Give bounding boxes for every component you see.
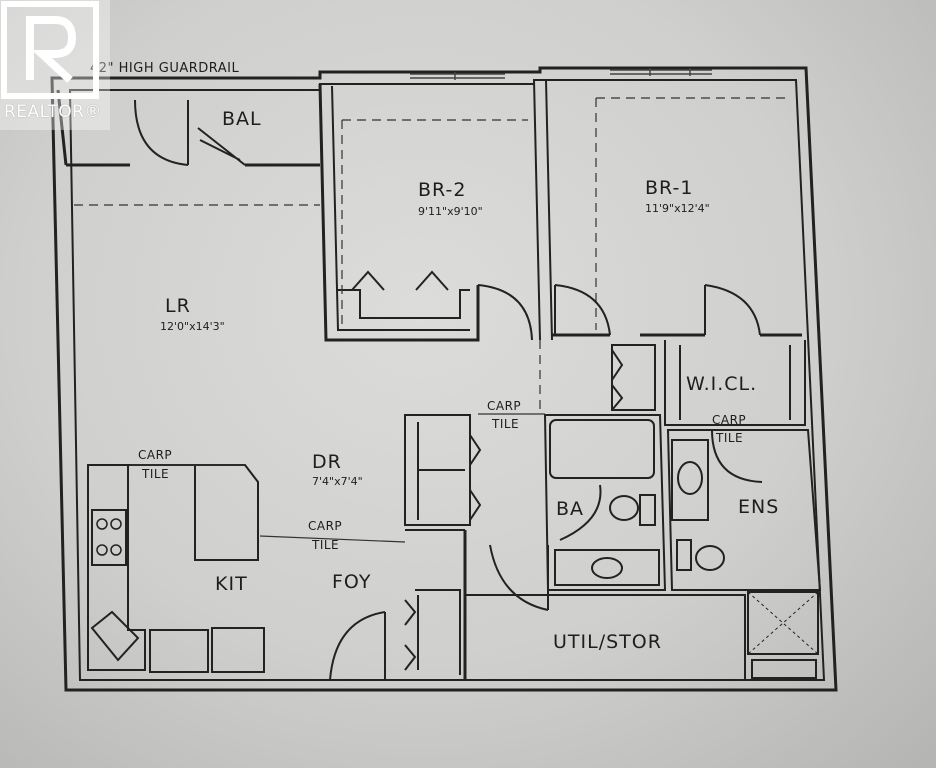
room-label-lr: LR (165, 295, 191, 317)
outer-wall (50, 66, 838, 692)
floor-label-dr-carp: CARP (308, 519, 342, 533)
room-label-dr: DR (312, 451, 342, 473)
room-label-bal: BAL (222, 108, 262, 130)
room-label-wicl: W.I.CL. (686, 373, 757, 395)
floor-label-ens-tile: TILE (715, 431, 743, 445)
door-br2 (477, 284, 533, 341)
door-balcony-left (134, 99, 189, 166)
room-label-br1: BR-1 (645, 177, 693, 199)
floor-label-hall-carp: CARP (487, 399, 521, 413)
room-label-kit: KIT (215, 573, 248, 595)
wall-ba (543, 414, 667, 591)
floor-label-hall-tile: TILE (491, 417, 519, 431)
guardrail-note: 42" HIGH GUARDRAIL (90, 61, 240, 76)
door-ba (489, 544, 549, 611)
floor-label-ens-carp: CARP (712, 413, 746, 427)
floor-label-kit-carp: CARP (138, 448, 172, 462)
room-dim-lr: 12'0"x14'3" (160, 320, 225, 333)
room-label-ens: ENS (738, 496, 779, 518)
door-wicl (704, 284, 761, 336)
room-dim-br1: 11'9"x12'4" (645, 202, 710, 215)
wall-util (465, 594, 746, 680)
realtor-watermark: REALTOR® (0, 0, 110, 130)
room-label-foy: FOY (332, 571, 371, 593)
wall-ens (666, 429, 822, 591)
realtor-logo-text: REALTOR® (4, 102, 102, 122)
door-entry (329, 611, 386, 681)
door-br1 (554, 284, 611, 336)
room-label-util: UTIL/STOR (553, 631, 662, 653)
wall-wicl (664, 340, 806, 426)
room-dim-br2: 9'11"x9'10" (418, 205, 483, 218)
room-label-br2: BR-2 (418, 179, 466, 201)
room-label-ba: BA (556, 498, 584, 520)
kitchen-counter (87, 464, 146, 671)
door-ens (711, 429, 763, 483)
floor-label-dr-tile: TILE (311, 538, 339, 552)
floor-label-kit-tile: TILE (141, 467, 169, 481)
realtor-logo-icon (1, 1, 99, 99)
room-dim-dr: 7'4"x7'4" (312, 475, 363, 488)
